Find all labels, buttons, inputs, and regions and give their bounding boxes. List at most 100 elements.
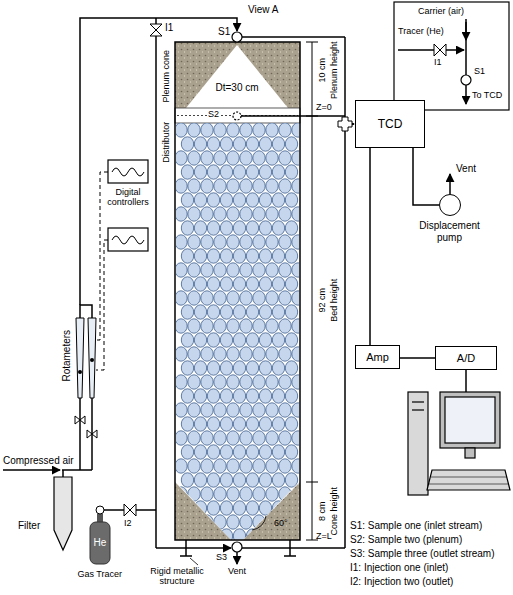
bed-particle <box>292 123 304 137</box>
rotameter <box>88 318 96 398</box>
bed-particle <box>188 179 200 193</box>
part-label: Dt=30 cm <box>216 82 259 94</box>
bed-particle <box>240 375 252 389</box>
bed-particle <box>292 403 304 417</box>
bed-particle <box>259 445 271 459</box>
bed-particle <box>233 501 245 515</box>
part-label: Rigid metallic structure <box>138 566 216 587</box>
tracer-line <box>104 18 231 548</box>
bed-particle <box>233 445 245 459</box>
bed-particle <box>279 151 291 165</box>
bed-particle <box>220 361 232 375</box>
sampling-line <box>242 36 345 38</box>
air-piping <box>3 18 237 470</box>
bed-particle <box>201 487 213 501</box>
view-a-inset <box>394 2 509 110</box>
bed-particle <box>207 389 219 403</box>
bed-particle <box>233 305 245 319</box>
computer <box>465 448 475 458</box>
bed-particle <box>292 235 304 249</box>
bed-particle <box>175 403 187 417</box>
bed-particle <box>240 235 252 249</box>
bed-particle <box>194 277 206 291</box>
bed-particle <box>292 179 304 193</box>
bed-particle <box>227 263 239 277</box>
bed-particle <box>266 207 278 221</box>
bed-particle <box>194 361 206 375</box>
sampling-line <box>241 115 345 117</box>
part-label: Carrier (air) <box>418 6 464 16</box>
bed-particle <box>201 263 213 277</box>
bed-particle <box>214 319 226 333</box>
bed-particle <box>259 221 271 235</box>
bed-particle <box>194 305 206 319</box>
bed-particle <box>272 137 284 151</box>
bed-particle <box>240 291 252 305</box>
bed-particle <box>233 473 245 487</box>
bed-particle <box>246 193 258 207</box>
bed-particle <box>214 459 226 473</box>
signal-line <box>400 357 435 359</box>
part-label: To TCD <box>472 90 502 100</box>
plenum-cone <box>175 42 300 108</box>
bed-particle <box>214 151 226 165</box>
bottom-cone <box>252 516 266 530</box>
bed-particle <box>292 459 304 473</box>
air-piping <box>80 305 92 318</box>
bed-particle <box>201 431 213 445</box>
sampling-line <box>242 547 345 549</box>
bed-particle <box>201 235 213 249</box>
computer <box>429 484 508 485</box>
part-label: Digital controllers <box>102 187 154 208</box>
junction-cross <box>338 117 352 131</box>
bed-particle <box>207 445 219 459</box>
bed-particle <box>207 305 219 319</box>
bed-particle <box>181 305 193 319</box>
injection-valve <box>150 24 162 30</box>
bed-particle <box>227 403 239 417</box>
bed-particle <box>214 403 226 417</box>
air-piping <box>3 469 60 471</box>
bed-particle <box>246 361 258 375</box>
bed-particle <box>233 193 245 207</box>
bed-particle <box>233 389 245 403</box>
bed-particle <box>272 249 284 263</box>
bed-particle <box>220 417 232 431</box>
injection-valve <box>150 30 162 36</box>
gas-cylinder <box>96 506 104 514</box>
bed-particle <box>233 333 245 347</box>
sample-port <box>232 542 242 552</box>
bed-particle <box>233 249 245 263</box>
bed-particle <box>240 263 252 277</box>
bed-particle <box>253 403 265 417</box>
bed-particle <box>259 249 271 263</box>
part-label: I2 <box>124 518 132 528</box>
bed-particle <box>253 263 265 277</box>
dimension-label: Plenum cone <box>161 50 171 103</box>
bed-particle <box>285 389 297 403</box>
bed-particle <box>266 319 278 333</box>
bed-particle <box>246 277 258 291</box>
bed-particle <box>279 291 291 305</box>
part-label: I1 <box>434 57 442 67</box>
computer <box>408 392 428 495</box>
bed-particle <box>220 473 232 487</box>
bed-particle <box>220 333 232 347</box>
bed-particle <box>233 529 245 543</box>
key-entry: S2: Sample two (plenum) <box>350 534 462 546</box>
bed-particle <box>194 417 206 431</box>
part-label: View A <box>248 4 278 16</box>
bed-particle <box>201 347 213 361</box>
bed-particle <box>285 249 297 263</box>
bed-particle <box>207 249 219 263</box>
bed-particle <box>214 487 226 501</box>
bed-particle <box>246 165 258 179</box>
bed-particle <box>220 305 232 319</box>
rotameter <box>75 318 97 438</box>
bed-particle <box>201 123 213 137</box>
bed-particle <box>272 389 284 403</box>
bed-particle <box>272 193 284 207</box>
part-label: Z=L <box>316 531 332 541</box>
computer <box>445 397 495 443</box>
packed-bed <box>175 123 304 543</box>
